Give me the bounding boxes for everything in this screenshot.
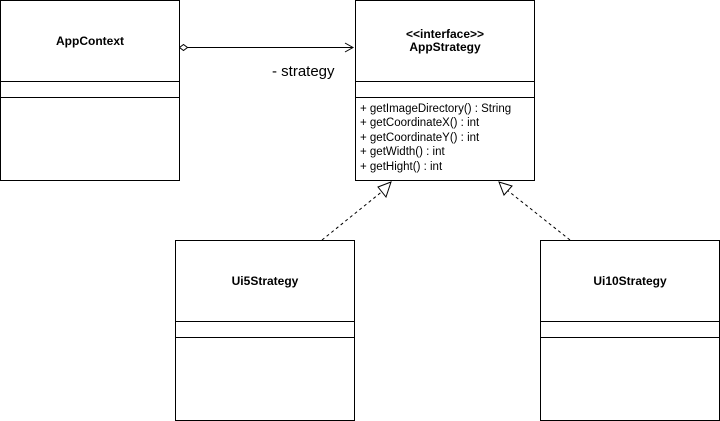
class-name: Ui10Strategy — [593, 273, 667, 288]
interface-stereotype: <<interface>> — [405, 27, 485, 41]
association-role-label: - strategy — [272, 63, 335, 80]
class-header: AppContext — [1, 1, 179, 82]
method-get-image-directory: + getImageDirectory() : String — [360, 103, 512, 115]
method-get-coordinate-y: + getCoordinateY() : int — [360, 131, 480, 144]
class-name: AppStrategy — [409, 40, 481, 54]
methods-compartment: + getImageDirectory() : String + getCoor… — [356, 98, 534, 180]
aggregation-diamond-icon — [178, 43, 189, 52]
class-app-strategy[interactable]: <<interface>> AppStrategy + getImageDire… — [355, 0, 535, 181]
class-app-context[interactable]: AppContext — [0, 0, 180, 181]
methods-compartment — [1, 98, 179, 180]
realization-ui10-edge[interactable] — [498, 181, 571, 241]
class-ui10-strategy[interactable]: Ui10Strategy — [540, 240, 720, 421]
hollow-triangle-arrow-icon — [377, 181, 392, 199]
hollow-triangle-arrow-icon — [498, 181, 513, 196]
attributes-compartment — [356, 82, 534, 98]
class-name: AppContext — [56, 33, 124, 48]
class-header: Ui5Strategy — [176, 241, 354, 322]
attributes-compartment — [176, 322, 354, 338]
open-arrow-icon — [344, 42, 355, 53]
method-get-coordinate-x: + getCoordinateX() : int — [360, 117, 480, 130]
class-header: Ui10Strategy — [541, 241, 719, 322]
attributes-compartment — [1, 82, 179, 98]
class-header: <<interface>> AppStrategy — [356, 1, 534, 82]
association-strategy-edge[interactable] — [178, 42, 355, 53]
methods-compartment — [541, 338, 719, 420]
class-ui5-strategy[interactable]: Ui5Strategy — [175, 240, 355, 421]
method-get-width: + getWidth() : int — [360, 146, 445, 159]
method-get-hight: + getHight() : int — [360, 160, 443, 173]
methods-compartment — [176, 338, 354, 420]
realization-ui5-edge[interactable] — [321, 181, 392, 241]
class-name: Ui5Strategy — [231, 273, 299, 288]
attributes-compartment — [541, 322, 719, 338]
